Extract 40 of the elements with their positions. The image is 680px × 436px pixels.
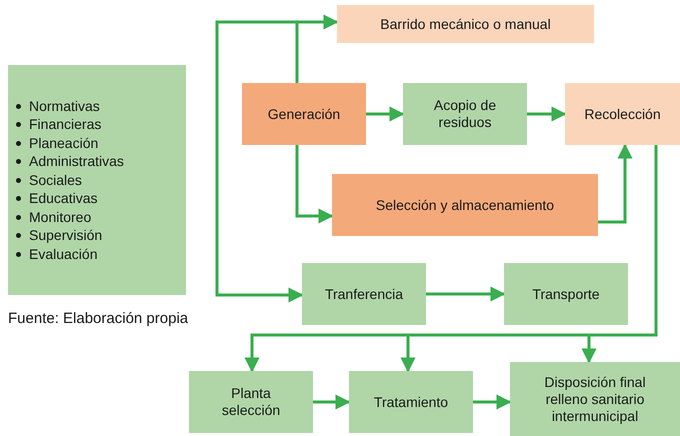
box-label: Acopio de residuos xyxy=(432,97,498,131)
arrow xyxy=(473,394,512,410)
source-note: Fuente: Elaboración propia xyxy=(8,310,188,327)
arrow xyxy=(313,394,350,410)
arrow xyxy=(527,106,566,122)
list-panel xyxy=(8,65,186,295)
list-item: Administrativas xyxy=(29,152,124,171)
arrow xyxy=(296,145,334,224)
list-item: Normativas xyxy=(29,96,100,116)
process-box xyxy=(504,263,628,325)
process-box xyxy=(403,83,527,145)
list-item: Financieras xyxy=(29,115,102,134)
box-label: Generación xyxy=(268,106,340,122)
arrow xyxy=(366,106,404,122)
list-item: Sociales xyxy=(29,170,82,190)
process-box xyxy=(349,371,473,433)
process-box xyxy=(510,362,680,436)
list-item: Supervisión xyxy=(29,226,102,245)
box-label: Barrido mecánico o manual xyxy=(380,16,551,32)
process-box xyxy=(337,5,594,43)
arrow xyxy=(216,20,304,302)
process-box xyxy=(332,174,598,236)
process-box xyxy=(242,83,366,145)
arrow xyxy=(582,145,658,364)
list-item: Educativas xyxy=(29,189,98,208)
arrow xyxy=(598,144,632,224)
arrow xyxy=(426,286,506,302)
process-box xyxy=(565,83,680,145)
process-box xyxy=(189,371,313,433)
list-item: Evaluación xyxy=(29,244,98,264)
list-item: Monitoreo xyxy=(29,208,92,226)
box-label: Recolección xyxy=(584,106,661,122)
box-label: Transporte xyxy=(532,286,600,302)
box-label: Selección y almacenamiento xyxy=(376,196,554,214)
box-label: Tranferencia xyxy=(324,286,404,302)
box-label: Tratamiento xyxy=(374,394,448,410)
box-label: Disposición final relleno sanitario intermunicipal xyxy=(543,374,647,424)
list-item: Planeación xyxy=(29,134,98,152)
box-label: Planta selección xyxy=(220,385,282,419)
process-box xyxy=(302,263,426,325)
